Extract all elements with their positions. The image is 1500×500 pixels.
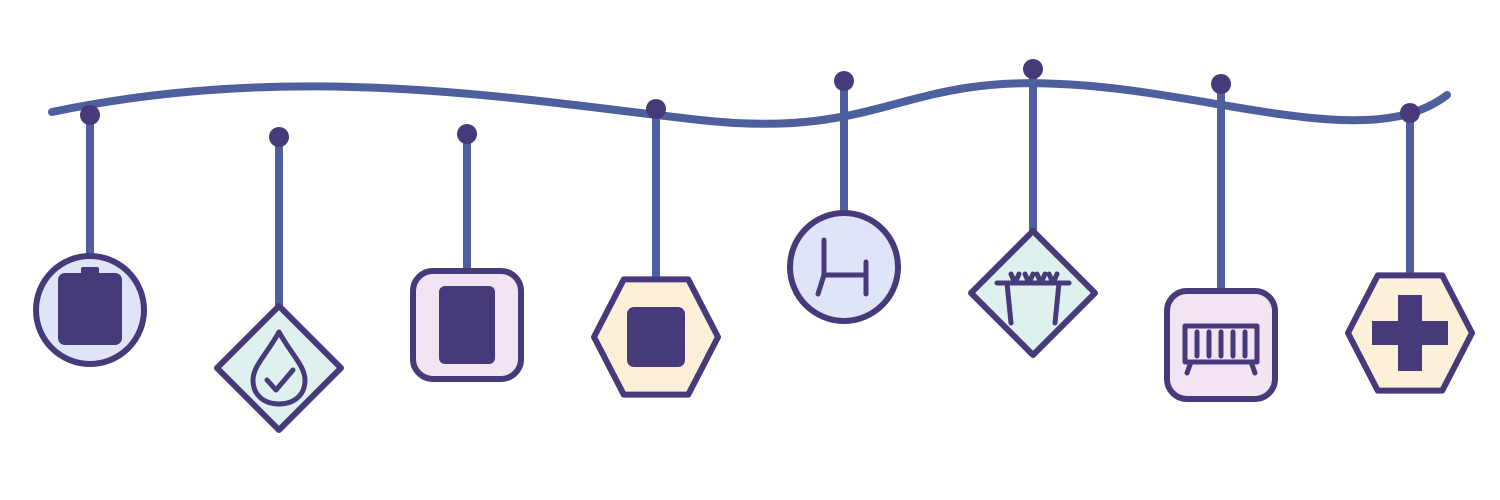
- ornament-7: [1164, 74, 1278, 402]
- ornament-2: [214, 127, 344, 433]
- hanger-knot: [834, 71, 854, 91]
- hanger-knot: [1211, 74, 1231, 94]
- hanger-knot: [1023, 59, 1043, 79]
- circle-badge: [787, 210, 901, 324]
- diamond-badge: [968, 228, 1098, 358]
- water-drop-check-icon: [250, 329, 308, 407]
- ornament-3: [410, 124, 524, 382]
- hanger-knot: [1400, 103, 1420, 123]
- chair-icon: [815, 237, 869, 297]
- clothes-rack-icon: [994, 271, 1072, 326]
- diamond-badge: [214, 303, 344, 433]
- hanging-string: [48, 79, 1451, 128]
- battery-icon: [58, 267, 122, 345]
- hanger-knot: [80, 105, 100, 125]
- ornaments-layer: [33, 59, 1475, 433]
- hanger-knot: [269, 127, 289, 147]
- ornament-5: [787, 71, 901, 324]
- ornament-4: [591, 99, 721, 398]
- radiator-icon: [1182, 323, 1260, 376]
- hanger-knot: [457, 124, 477, 144]
- medical-cross-icon: [1372, 295, 1448, 371]
- ornament-6: [968, 59, 1098, 358]
- ornament-8: [1345, 103, 1475, 394]
- hanger-knot: [646, 99, 666, 119]
- ornament-1: [33, 105, 147, 367]
- square-icon: [627, 307, 685, 367]
- tablet-icon: [439, 286, 495, 364]
